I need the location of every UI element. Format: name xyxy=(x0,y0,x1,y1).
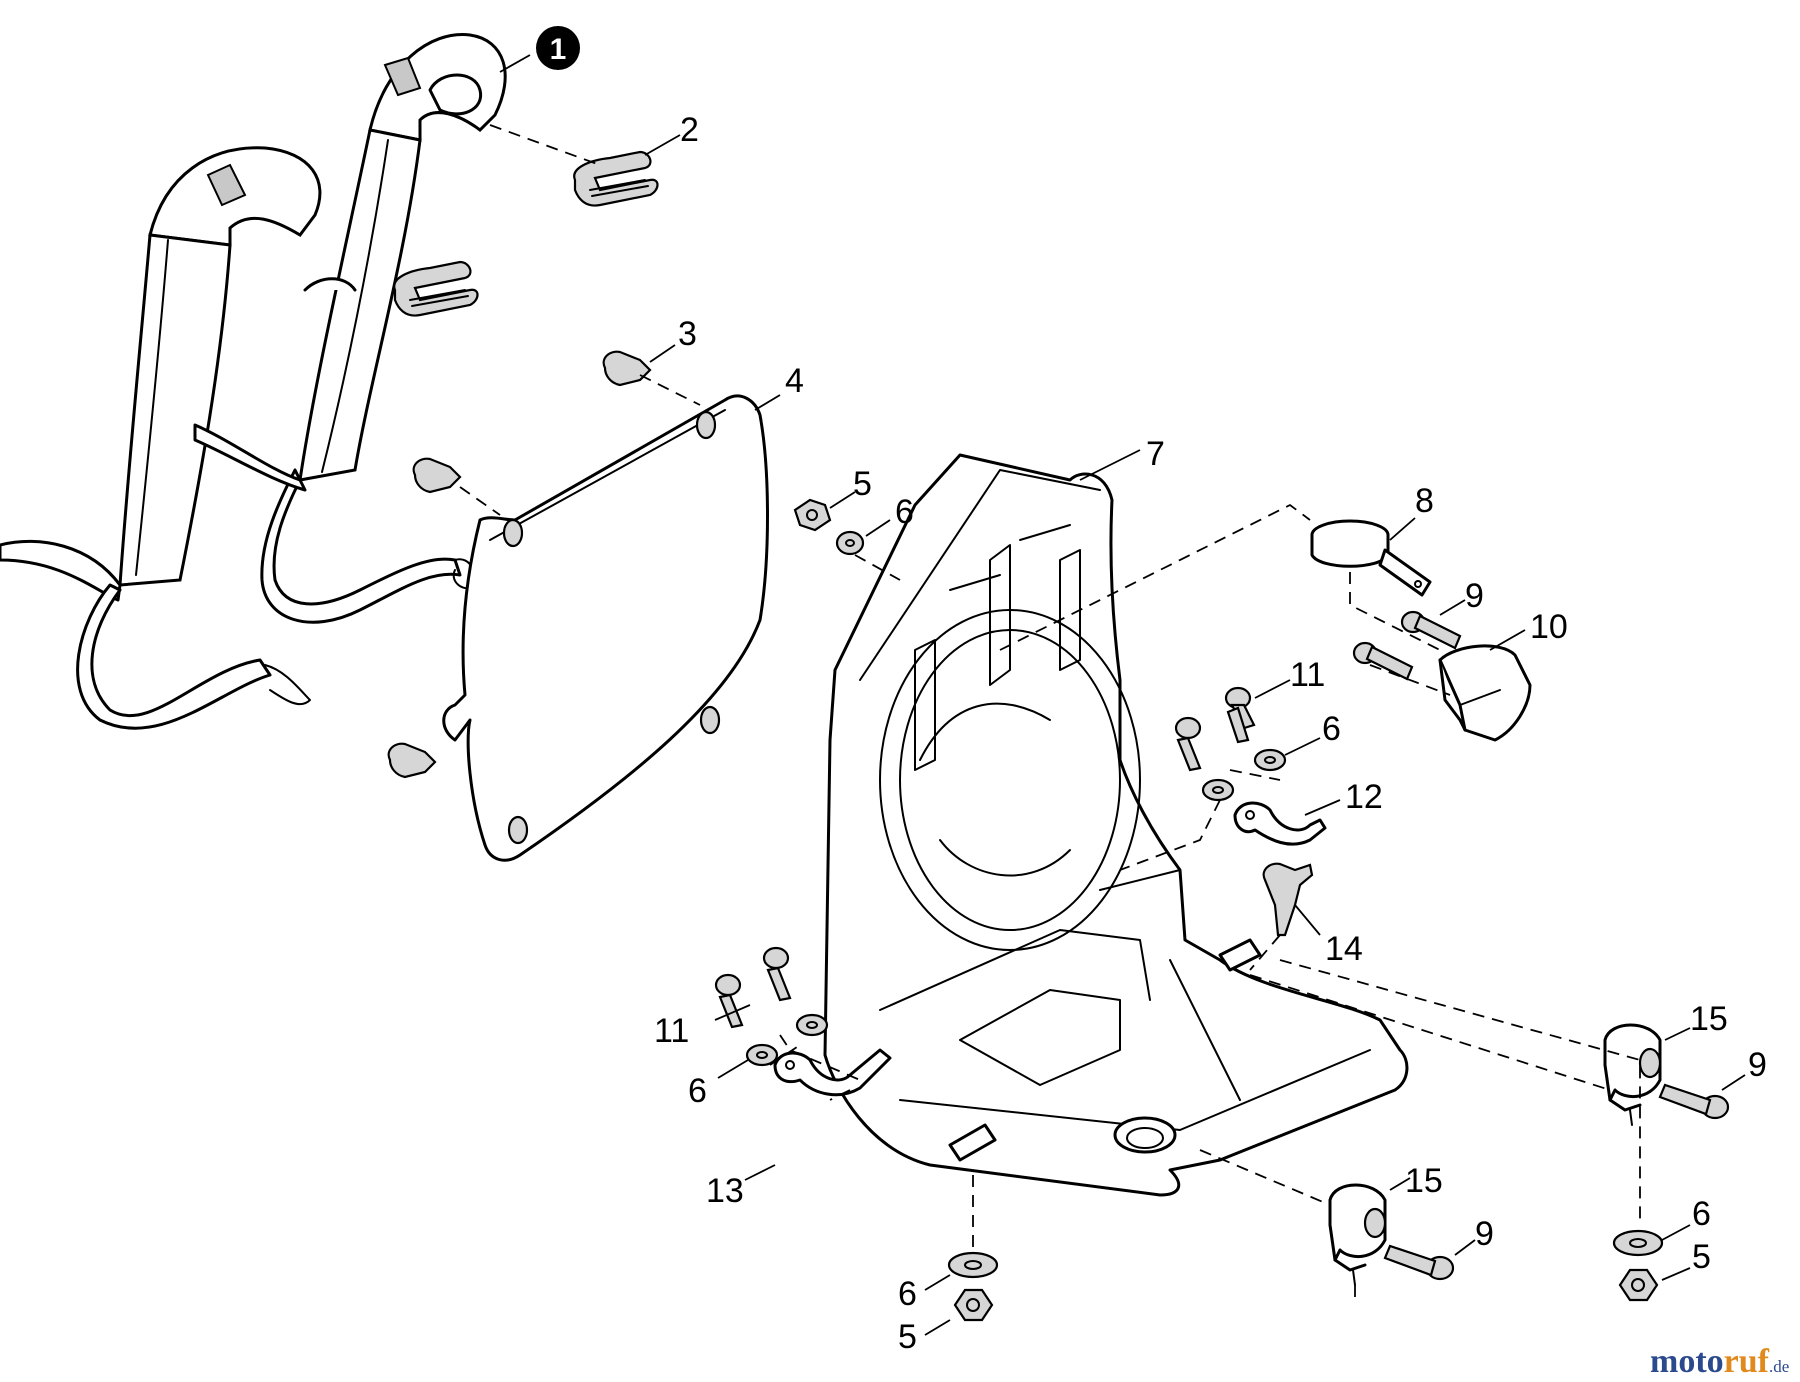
shoulder-strap-assembly[interactable] xyxy=(0,33,507,730)
washer-6-left-b[interactable] xyxy=(745,1043,779,1067)
label-part-3: 3 xyxy=(678,315,697,353)
svg-text:motoruf.de: motoruf.de xyxy=(1650,1343,1789,1380)
label-part-15-right: 15 xyxy=(1690,1000,1728,1038)
leader-lines xyxy=(499,54,1746,1336)
washer-6-right-bottom[interactable] xyxy=(1612,1229,1664,1257)
pipe-clamp[interactable] xyxy=(1310,519,1432,597)
bolt-11-left-b[interactable] xyxy=(714,973,744,1029)
label-part-5-top: 5 xyxy=(853,465,872,503)
label-part-8: 8 xyxy=(1415,482,1434,520)
bolt-9-lower[interactable] xyxy=(1352,641,1414,681)
bolt-9-bottom[interactable] xyxy=(1383,1244,1455,1281)
label-part-5-right-bottom: 5 xyxy=(1692,1238,1711,1276)
watermark-part-b: ruf xyxy=(1724,1343,1770,1380)
label-part-6-right-bottom: 6 xyxy=(1692,1195,1711,1233)
back-pad[interactable] xyxy=(442,394,769,862)
label-part-6-top: 6 xyxy=(895,493,914,531)
label-part-9-upper: 9 xyxy=(1465,577,1484,615)
label-part-13: 13 xyxy=(706,1172,744,1210)
callout-1: 1 xyxy=(536,26,580,70)
watermark-part-a: moto xyxy=(1650,1343,1724,1380)
hose-clip-12[interactable] xyxy=(1233,801,1327,846)
back-frame[interactable] xyxy=(823,453,1409,1197)
label-part-14: 14 xyxy=(1325,930,1363,968)
rubber-mount-15-right[interactable] xyxy=(1603,1023,1662,1126)
strap-buckle-upper[interactable] xyxy=(573,150,659,207)
label-part-2: 2 xyxy=(680,111,699,149)
label-part-11-left: 11 xyxy=(654,1012,689,1050)
watermark-logo: motoruf.de xyxy=(1650,1343,1789,1380)
label-part-12: 12 xyxy=(1345,778,1383,816)
label-part-11-right: 11 xyxy=(1290,656,1325,694)
washer-6-right-a[interactable] xyxy=(1253,748,1287,772)
label-part-6-left: 6 xyxy=(688,1072,707,1110)
bolt-9-upper[interactable] xyxy=(1400,610,1462,650)
callout-badge xyxy=(536,26,580,70)
label-part-5-bottom: 5 xyxy=(898,1318,917,1356)
washer-6-left-a[interactable] xyxy=(795,1013,829,1037)
mount-bracket[interactable] xyxy=(1438,644,1532,742)
label-part-6-right: 6 xyxy=(1322,710,1341,748)
nut-5-bottom[interactable] xyxy=(953,1288,994,1322)
pad-clip-top[interactable] xyxy=(602,350,652,387)
nut-5-right-bottom[interactable] xyxy=(1618,1268,1659,1302)
label-part-7: 7 xyxy=(1146,435,1165,473)
push-clip-14[interactable] xyxy=(1262,862,1314,937)
pad-clip-middle[interactable] xyxy=(412,457,462,494)
bolt-9-right[interactable] xyxy=(1658,1083,1730,1120)
label-part-9-right: 9 xyxy=(1748,1046,1767,1084)
washer-6-bottom[interactable] xyxy=(947,1251,999,1279)
label-part-10: 10 xyxy=(1530,608,1568,646)
washer-6-right-b[interactable] xyxy=(1201,778,1235,802)
label-part-15-bottom: 15 xyxy=(1405,1162,1443,1200)
pad-clip-bottom[interactable] xyxy=(387,742,437,779)
washer-6-top[interactable] xyxy=(835,530,865,556)
label-part-1: 1 xyxy=(550,33,567,66)
label-part-9-bottom: 9 xyxy=(1475,1215,1494,1253)
bolt-11-right-b[interactable] xyxy=(1174,716,1202,772)
nut-5-top[interactable] xyxy=(793,498,832,532)
watermark-part-c: .de xyxy=(1769,1357,1789,1376)
label-part-4: 4 xyxy=(785,362,804,400)
bolt-11-left-a[interactable] xyxy=(762,946,792,1002)
strap-buckle-lower[interactable] xyxy=(393,260,479,317)
assembly-lines xyxy=(459,124,1641,1300)
bolt-11-right-a[interactable] xyxy=(1224,686,1256,744)
rubber-mount-15-bottom[interactable] xyxy=(1328,1183,1387,1286)
label-part-6-bottom: 6 xyxy=(898,1275,917,1313)
